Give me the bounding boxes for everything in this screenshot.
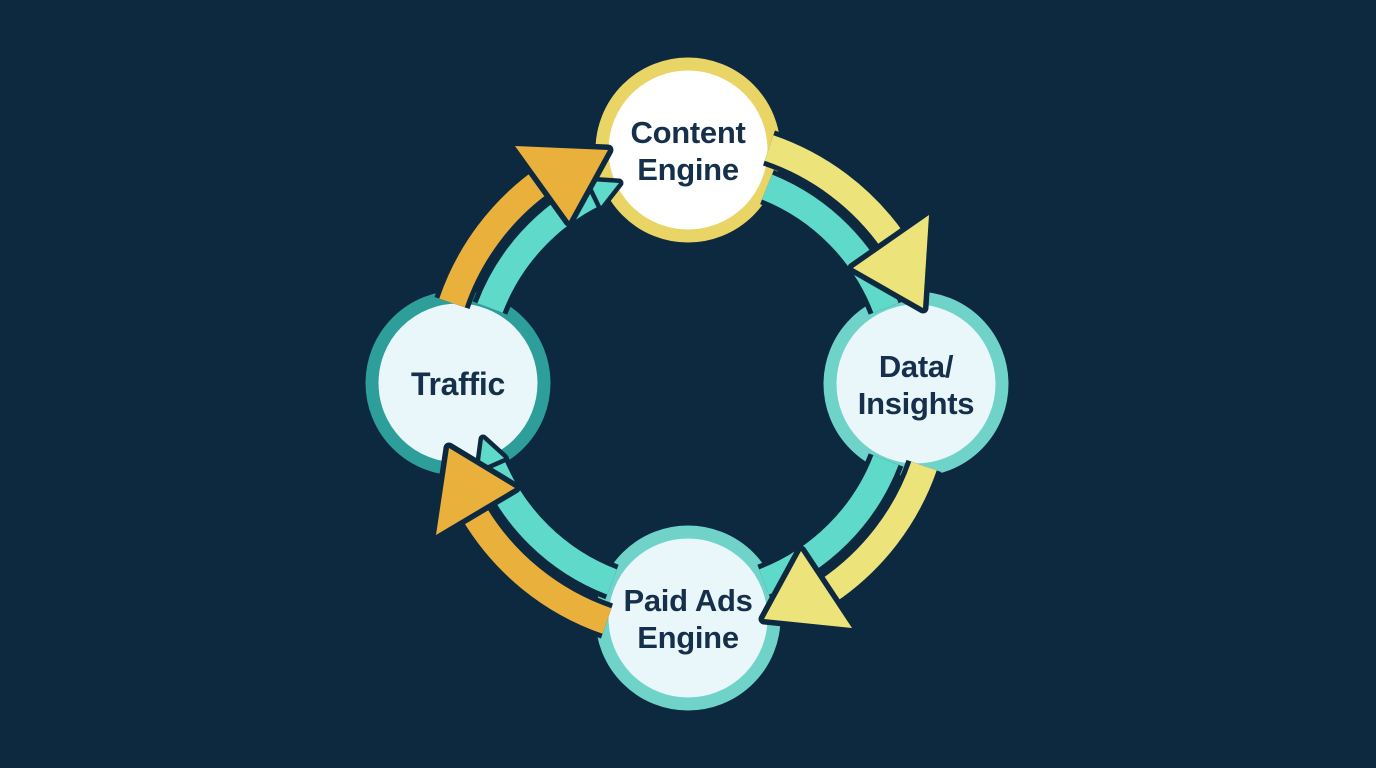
yellow-band-content-to-data [764, 135, 905, 249]
arrowhead-to-data-insights-icon [847, 209, 935, 314]
gold-band-traffic-to-content [439, 167, 553, 308]
teal-band-tip-at-content [584, 176, 624, 211]
gold-band-paid-to-traffic [462, 505, 612, 634]
node-circle-traffic [365, 290, 551, 476]
node-circle-data-insights [823, 291, 1009, 477]
node-circle-paid-ads-engine [595, 525, 781, 711]
node-circle-content-engine [595, 57, 781, 243]
arrowhead-to-paid-ads-icon [758, 545, 858, 634]
arrowhead-to-traffic-icon [430, 442, 521, 541]
arrowhead-to-content-engine-icon [509, 140, 614, 227]
arrow-content-to-data [759, 130, 909, 315]
teal-band-content-to-data [761, 174, 899, 314]
yellow-band-data-to-paid [820, 461, 937, 603]
teal-band-tip-at-traffic [474, 434, 509, 474]
